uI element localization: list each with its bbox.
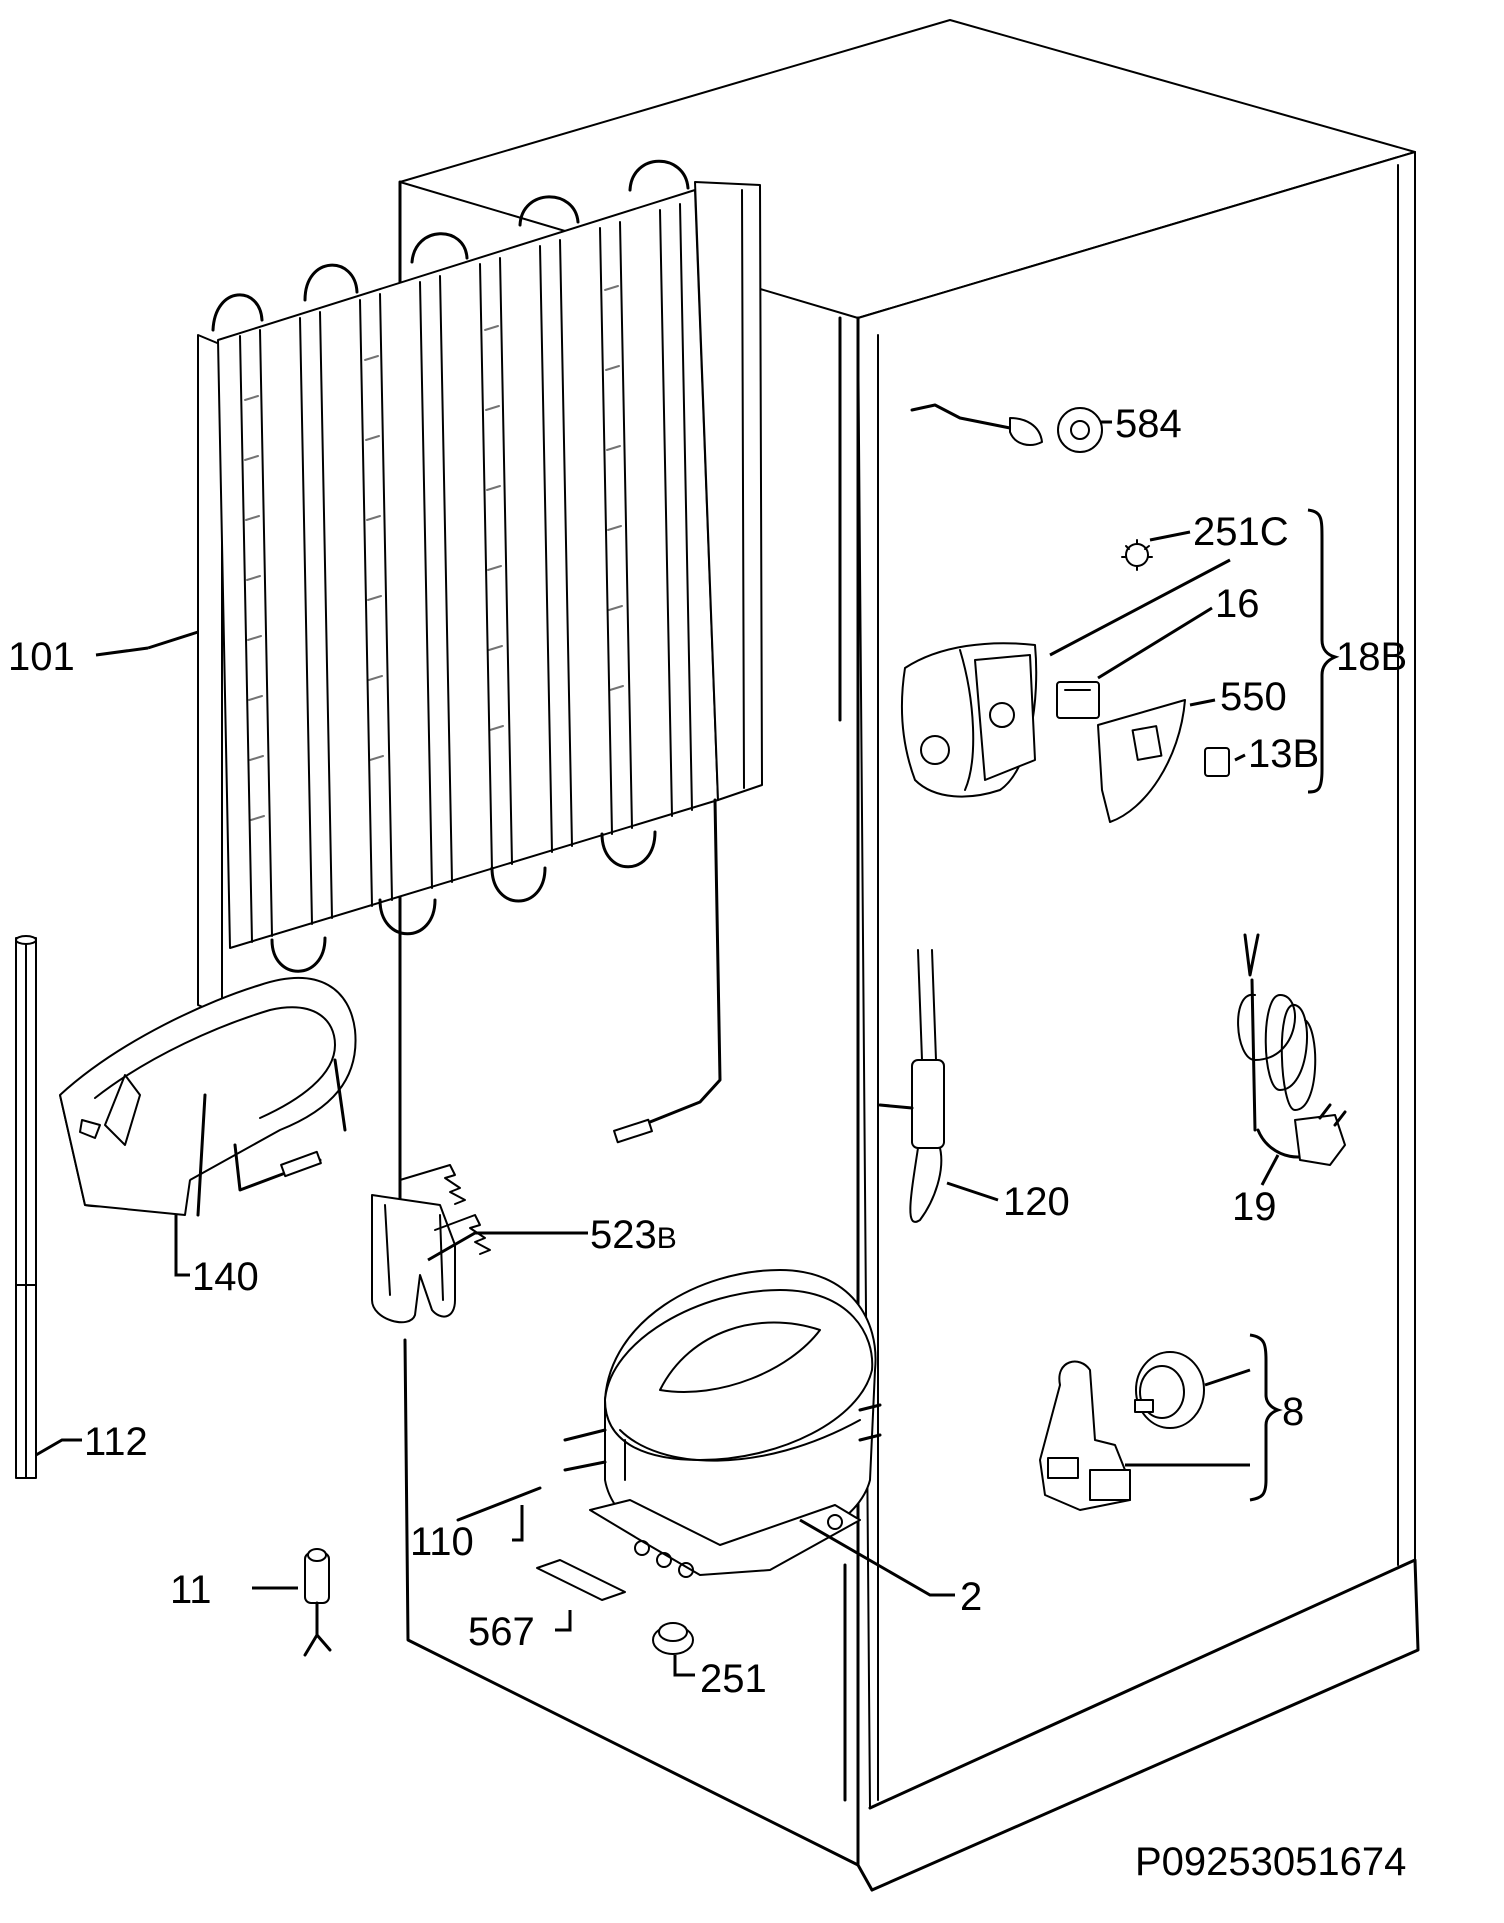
power-cord-19 (1237, 933, 1347, 1166)
dryer-120 (878, 949, 945, 1223)
label-2: 2 (960, 1575, 982, 1619)
condenser-101 (197, 159, 763, 1144)
clamp-523B (371, 1041, 491, 1324)
label-523B: 523B (590, 1213, 677, 1257)
label-8: 8 (1282, 1390, 1304, 1434)
part-labels: 584 251C 16 18B 550 13B 101 140 523B 120… (8, 402, 1407, 1884)
compressor-2 (563, 1269, 882, 1578)
thermostat-18B-assembly (901, 403, 1230, 823)
leader-lines (35, 420, 1340, 1677)
label-110: 110 (410, 1520, 474, 1564)
label-567: 567 (468, 1610, 535, 1654)
drawing-code: P09253051674 (1135, 1840, 1406, 1884)
label-251C: 251C (1193, 510, 1289, 554)
label-11: 11 (170, 1568, 212, 1612)
grommet-251 (652, 1622, 694, 1655)
label-112: 112 (84, 1420, 148, 1464)
label-13B: 13B (1248, 732, 1319, 776)
plate-567 (536, 1559, 626, 1601)
label-251: 251 (700, 1657, 767, 1701)
label-16: 16 (1215, 582, 1260, 626)
label-550: 550 (1220, 675, 1287, 719)
label-584: 584 (1115, 402, 1182, 446)
label-101: 101 (8, 635, 75, 679)
label-19: 19 (1232, 1185, 1277, 1229)
label-18B: 18B (1336, 635, 1407, 679)
drip-tray-140 (59, 976, 357, 1217)
capillary-110 (456, 1486, 542, 1522)
label-120: 120 (1003, 1180, 1070, 1224)
label-140: 140 (192, 1255, 259, 1299)
valve-11 (303, 1548, 332, 1657)
pipe-112 (15, 935, 37, 1479)
starter-relay-8 (1039, 1351, 1205, 1511)
